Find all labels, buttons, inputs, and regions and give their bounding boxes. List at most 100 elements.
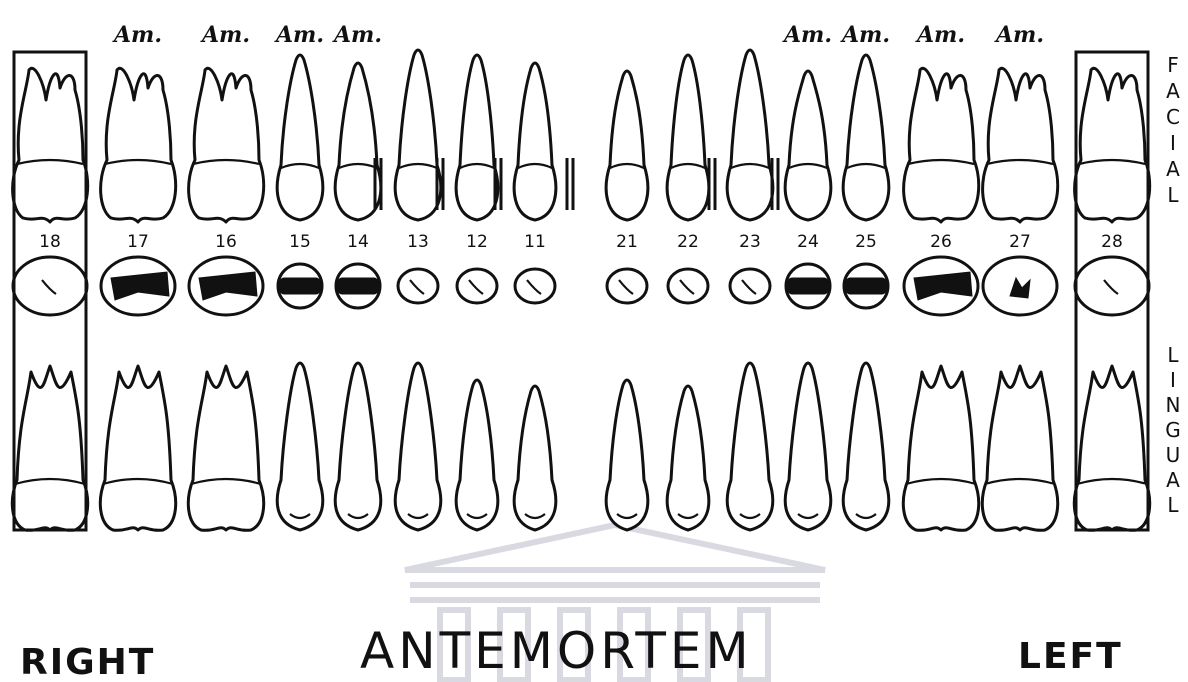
tooth-number: 18 bbox=[39, 232, 61, 252]
tooth-facial-outline bbox=[189, 68, 264, 222]
tooth-lingual-outline bbox=[100, 366, 175, 530]
lingual-label-letter: L bbox=[1167, 343, 1179, 367]
tooth-facial-outline bbox=[1075, 68, 1150, 222]
tooth-lingual-outline bbox=[727, 363, 773, 530]
tooth-number: 28 bbox=[1101, 232, 1123, 252]
contact-marks bbox=[567, 158, 573, 210]
tooth-facial-outline bbox=[785, 71, 831, 220]
tooth-23[interactable]: 23 bbox=[727, 50, 773, 530]
tooth-occlusal-outline bbox=[515, 269, 555, 303]
tooth-25[interactable]: 25 Am. bbox=[840, 22, 890, 530]
tooth-occlusal-outline bbox=[13, 257, 87, 315]
amalgam-note: Am. bbox=[200, 22, 250, 48]
amalgam-note: Am. bbox=[332, 22, 382, 48]
tooth-lingual-outline bbox=[606, 380, 648, 530]
amalgam-note: Am. bbox=[782, 22, 832, 48]
facial-label-letter: L bbox=[1167, 183, 1179, 207]
tooth-number: 12 bbox=[466, 232, 488, 252]
tooth-number: 14 bbox=[347, 232, 369, 252]
tooth-17[interactable]: 17 Am. bbox=[100, 22, 175, 530]
tooth-number: 21 bbox=[616, 232, 638, 252]
tooth-lingual-outline bbox=[456, 380, 498, 530]
tooth-facial-outline bbox=[395, 50, 441, 220]
tooth-lingual-outline bbox=[514, 386, 556, 530]
tooth-16[interactable]: 16 Am. bbox=[188, 22, 263, 530]
tooth-facial-outline bbox=[843, 55, 889, 220]
tooth-lingual-outline bbox=[843, 363, 889, 530]
tooth-facial-outline bbox=[904, 68, 979, 222]
amalgam-note: Am. bbox=[994, 22, 1044, 48]
facial-label-letter: I bbox=[1170, 131, 1176, 155]
right-side-label: RIGHT bbox=[20, 642, 155, 682]
tooth-facial-outline bbox=[101, 68, 176, 222]
amalgam-filling bbox=[788, 278, 828, 294]
tooth-lingual-outline bbox=[12, 366, 87, 530]
tooth-lingual-outline bbox=[395, 363, 441, 530]
tooth-number: 24 bbox=[797, 232, 819, 252]
amalgam-filling bbox=[846, 278, 886, 294]
tooth-21[interactable]: 21 bbox=[606, 71, 648, 530]
tooth-lingual-outline bbox=[277, 363, 323, 530]
tooth-number: 26 bbox=[930, 232, 952, 252]
facial-label-letter: A bbox=[1166, 157, 1180, 181]
tooth-number: 17 bbox=[127, 232, 149, 252]
tooth-facial-outline bbox=[13, 68, 88, 222]
tooth-number: 22 bbox=[677, 232, 699, 252]
tooth-12[interactable]: 12 bbox=[456, 55, 498, 530]
contact-marks bbox=[709, 158, 715, 210]
tooth-number: 16 bbox=[215, 232, 237, 252]
tooth-facial-outline bbox=[456, 55, 498, 220]
tooth-occlusal-outline bbox=[457, 269, 497, 303]
lingual-label-letter: I bbox=[1170, 368, 1176, 392]
tooth-occlusal-outline bbox=[607, 269, 647, 303]
tooth-facial-outline bbox=[667, 55, 709, 220]
tooth-facial-outline bbox=[514, 63, 556, 220]
tooth-11[interactable]: 11 bbox=[514, 63, 556, 530]
tooth-facial-outline bbox=[983, 68, 1058, 222]
tooth-lingual-outline bbox=[188, 366, 263, 530]
amalgam-filling bbox=[280, 278, 320, 294]
lingual-label-letter: N bbox=[1166, 393, 1181, 417]
lingual-label-letter: L bbox=[1167, 493, 1179, 517]
tooth-facial-outline bbox=[727, 50, 773, 220]
lingual-label-letter: A bbox=[1166, 468, 1180, 492]
tooth-lingual-outline bbox=[667, 386, 709, 530]
tooth-occlusal-outline bbox=[1075, 257, 1149, 315]
facial-label-letter: F bbox=[1167, 53, 1179, 77]
tooth-lingual-outline bbox=[1074, 366, 1149, 530]
tooth-14[interactable]: 14 Am. bbox=[332, 22, 382, 530]
tooth-13[interactable]: 13 bbox=[395, 50, 441, 530]
tooth-facial-outline bbox=[277, 55, 323, 220]
tooth-occlusal-outline bbox=[398, 269, 438, 303]
tooth-lingual-outline bbox=[982, 366, 1057, 530]
amalgam-note: Am. bbox=[274, 22, 324, 48]
facial-label-letter: A bbox=[1166, 79, 1180, 103]
lingual-label-letter: U bbox=[1166, 443, 1181, 467]
lingual-label-letter: G bbox=[1165, 418, 1181, 442]
facial-label-letter: C bbox=[1166, 105, 1180, 129]
tooth-lingual-outline bbox=[335, 363, 381, 530]
tooth-lingual-outline bbox=[785, 363, 831, 530]
tooth-number: 25 bbox=[855, 232, 877, 252]
amalgam-note: Am. bbox=[112, 22, 162, 48]
tooth-facial-outline bbox=[606, 71, 648, 220]
tooth-occlusal-outline bbox=[668, 269, 708, 303]
chart-title: ANTEMORTEM bbox=[360, 622, 753, 680]
tooth-number: 11 bbox=[524, 232, 546, 252]
tooth-28[interactable]: 28 bbox=[1074, 52, 1149, 530]
tooth-22[interactable]: 22 bbox=[667, 55, 709, 530]
amalgam-note: Am. bbox=[840, 22, 890, 48]
amalgam-filling bbox=[338, 278, 378, 294]
left-side-label: LEFT bbox=[1018, 636, 1123, 677]
contact-marks bbox=[772, 158, 778, 210]
tooth-lingual-outline bbox=[903, 366, 978, 530]
tooth-number: 13 bbox=[407, 232, 429, 252]
tooth-24[interactable]: 24 Am. bbox=[782, 22, 832, 530]
tooth-18[interactable]: 18 bbox=[12, 52, 87, 530]
